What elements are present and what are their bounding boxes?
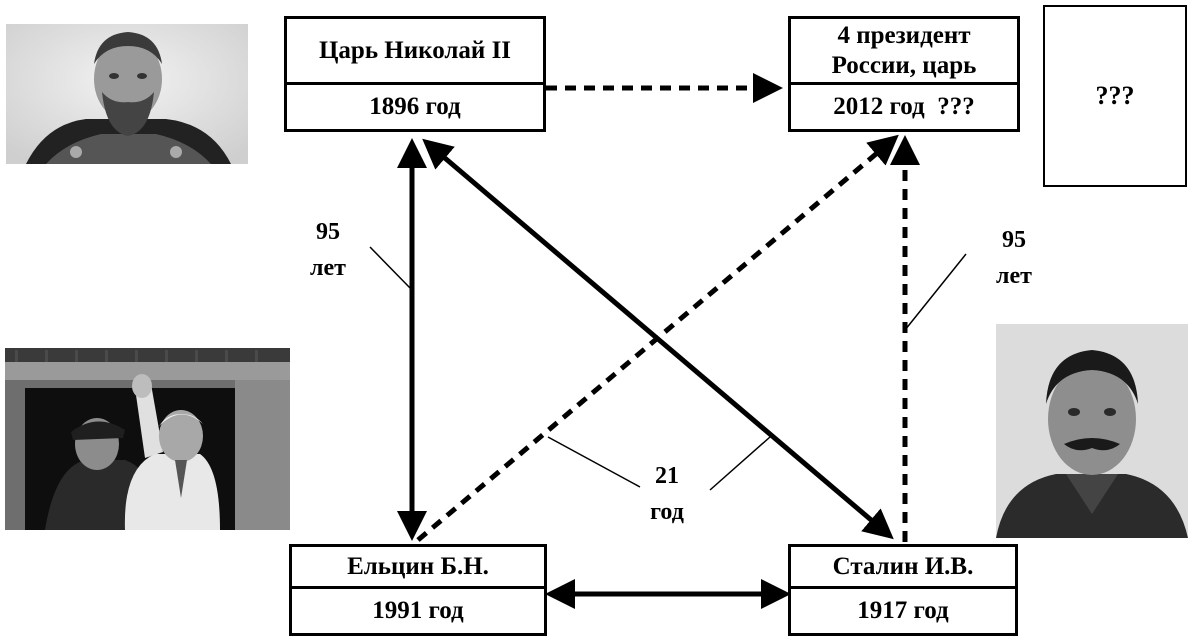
box-yeltsin: Ельцин Б.Н. 1991 год [289,544,547,636]
box-4th-president-line1: 4 президент [837,21,971,49]
box-stalin-name: Сталин И.В. [791,547,1015,589]
box-unknown-text: ??? [1095,81,1135,110]
nicholas-ii-photo [6,24,248,164]
leader-center-right [709,436,771,491]
label-left-number: 95 [316,219,340,245]
label-center-unit: год [650,499,684,525]
box-4th-president-name: 4 президент России, царь [791,19,1017,85]
box-nicholas-ii-name: Царь Николай II [287,19,543,85]
box-4th-president-year: 2012 год ??? [833,93,975,120]
leader-center-left [547,436,641,488]
arrow-yeltsin-to-president [416,134,899,542]
label-left-95-years: 95 лет [296,214,360,286]
box-unknown: ??? [1043,5,1187,187]
box-stalin: Сталин И.В. 1917 год [788,544,1018,636]
label-left-unit: лет [310,255,346,281]
label-center-21-years: 21 год [630,458,704,530]
label-right-number: 95 [1002,227,1026,253]
box-yeltsin-year: 1991 год [372,597,464,624]
box-4th-president-line2: России, царь [831,51,977,79]
box-yeltsin-name: Ельцин Б.Н. [292,547,544,589]
leader-right-years [904,253,967,331]
stalin-photo [996,324,1188,538]
box-nicholas-ii-year: 1896 год [369,93,461,120]
yeltsin-photo [5,348,290,530]
label-right-unit: лет [996,263,1032,289]
leader-left-years [369,246,413,291]
label-center-number: 21 [655,463,679,489]
box-stalin-year: 1917 год [857,597,949,624]
label-right-95-years: 95 лет [982,222,1046,294]
box-nicholas-ii: Царь Николай II 1896 год [284,16,546,132]
box-4th-president: 4 президент России, царь 2012 год ??? [788,16,1020,132]
